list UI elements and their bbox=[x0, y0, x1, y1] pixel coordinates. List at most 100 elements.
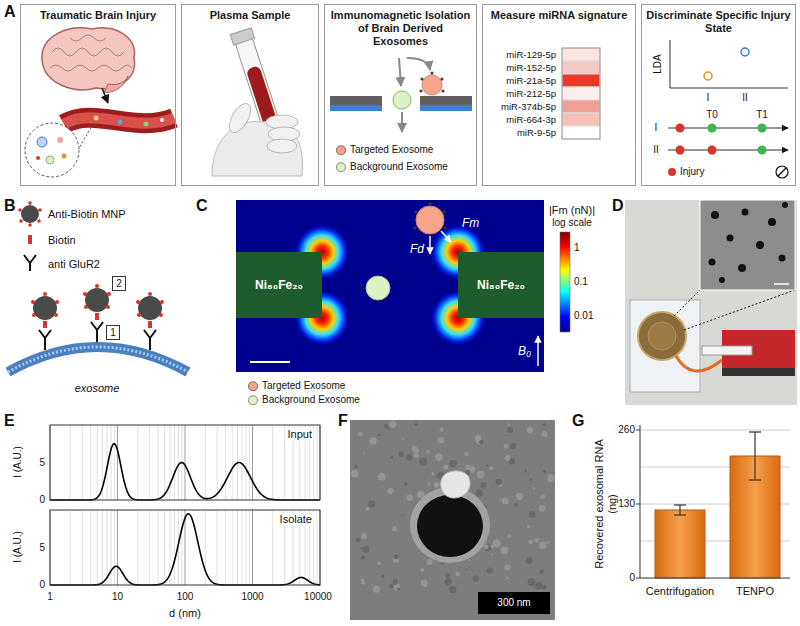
size-plot bbox=[249, 510, 250, 585]
field-arrow bbox=[537, 336, 539, 366]
blood-tube bbox=[230, 28, 254, 45]
magnet-block: Ni₈₀Fe₂₀ bbox=[236, 252, 322, 318]
sem-texture bbox=[500, 499, 502, 501]
panel-heading: Discriminate Specific Injury State bbox=[646, 9, 791, 35]
sem-texture bbox=[527, 525, 530, 528]
error-bar bbox=[679, 505, 680, 515]
timeline bbox=[668, 149, 788, 150]
size-plot bbox=[232, 510, 233, 585]
sem-texture bbox=[539, 505, 546, 512]
targeted-exosome bbox=[430, 71, 433, 74]
biotin-linker bbox=[43, 313, 152, 328]
sem-texture bbox=[486, 464, 488, 466]
sem-texture bbox=[449, 586, 457, 594]
magnetic-nanoparticle bbox=[84, 305, 88, 309]
step-panel: Discriminate Specific Injury State bbox=[641, 4, 796, 186]
sem-texture bbox=[506, 577, 509, 580]
legend-swatch bbox=[248, 381, 258, 391]
sem-texture bbox=[535, 582, 543, 590]
membrane-pore bbox=[417, 495, 483, 557]
mnp-icon bbox=[28, 223, 32, 227]
magnetic-nanoparticle bbox=[31, 300, 35, 304]
sem-texture bbox=[388, 488, 394, 494]
size-plot bbox=[174, 425, 175, 500]
sem-texture bbox=[394, 555, 399, 560]
timeline bbox=[776, 166, 788, 178]
size-plot bbox=[181, 510, 182, 585]
bar-chart bbox=[640, 430, 790, 431]
syringe-pump bbox=[702, 330, 795, 376]
size-plot bbox=[50, 510, 320, 585]
mirna-label: miR-129-5p bbox=[506, 49, 556, 60]
sem-texture bbox=[389, 421, 397, 429]
size-plot bbox=[164, 510, 165, 585]
step-panel: Traumatic Brain Injury bbox=[20, 4, 176, 186]
sem-inset bbox=[674, 200, 795, 330]
syringe-pump bbox=[722, 368, 795, 376]
sem-texture bbox=[480, 482, 486, 488]
timeline bbox=[758, 124, 767, 133]
size-plot bbox=[158, 425, 159, 500]
targeted-exosome bbox=[420, 77, 423, 80]
size-plot bbox=[249, 425, 250, 500]
size-plot bbox=[245, 425, 246, 500]
force-label: Fm bbox=[462, 217, 479, 231]
sem-texture bbox=[504, 564, 510, 570]
tick-label: 5 bbox=[39, 457, 45, 469]
axis-label: I (A.U.) bbox=[12, 446, 24, 478]
mnp-icon bbox=[18, 208, 22, 212]
tick-label: 0 bbox=[39, 494, 45, 506]
injury-arrow bbox=[102, 88, 108, 103]
sem-texture bbox=[361, 581, 365, 585]
tick-label: 10000 bbox=[304, 591, 332, 603]
legend-label: Targeted Exosome bbox=[350, 144, 433, 156]
blood-vessel bbox=[118, 120, 123, 125]
zoom-circle bbox=[68, 122, 80, 130]
membrane-chip bbox=[648, 322, 676, 350]
brain-illustration bbox=[42, 28, 135, 90]
panel-letter: D bbox=[612, 197, 624, 215]
size-plot bbox=[164, 425, 165, 500]
antibody-icon bbox=[24, 255, 36, 271]
blood-vessel bbox=[64, 116, 174, 127]
sem-inset bbox=[742, 209, 749, 216]
membrane-pore bbox=[410, 487, 490, 563]
tick-label: 1 bbox=[47, 591, 53, 603]
sem-texture bbox=[426, 450, 429, 453]
sem-texture bbox=[419, 458, 427, 466]
sem-texture bbox=[540, 494, 545, 499]
tubing bbox=[676, 356, 722, 371]
tick-label: 100 bbox=[177, 591, 194, 603]
zoom-circle bbox=[37, 137, 47, 147]
timeline bbox=[676, 124, 685, 133]
timeline bbox=[668, 127, 788, 128]
size-plot bbox=[149, 425, 150, 500]
device-photo bbox=[625, 200, 797, 405]
sem-texture bbox=[533, 487, 535, 489]
magnet-bars bbox=[420, 96, 472, 105]
sem-texture bbox=[543, 423, 546, 426]
legend-note: Injury bbox=[680, 166, 704, 178]
mirna-label: miR-212-5p bbox=[506, 88, 556, 99]
mnp-icon bbox=[28, 201, 32, 205]
sem-inset bbox=[709, 259, 716, 266]
sem-texture bbox=[431, 472, 434, 475]
sem-texture bbox=[435, 453, 443, 461]
magnetic-nanoparticle bbox=[32, 313, 36, 317]
sem-texture bbox=[443, 464, 448, 469]
biotin-linker bbox=[95, 313, 99, 320]
size-plot bbox=[217, 510, 218, 585]
sem-texture bbox=[393, 579, 398, 584]
brain-illustration bbox=[50, 65, 132, 71]
size-plot bbox=[185, 425, 186, 500]
blood-vessel bbox=[144, 122, 149, 127]
group-label: I bbox=[655, 122, 658, 134]
biotin-linker bbox=[43, 321, 47, 328]
sem-texture bbox=[507, 535, 510, 538]
size-plot bbox=[252, 510, 253, 585]
size-plot bbox=[237, 510, 238, 585]
bar-chart bbox=[655, 510, 705, 578]
targeted-exosome bbox=[422, 75, 442, 95]
sem-texture bbox=[392, 526, 397, 531]
